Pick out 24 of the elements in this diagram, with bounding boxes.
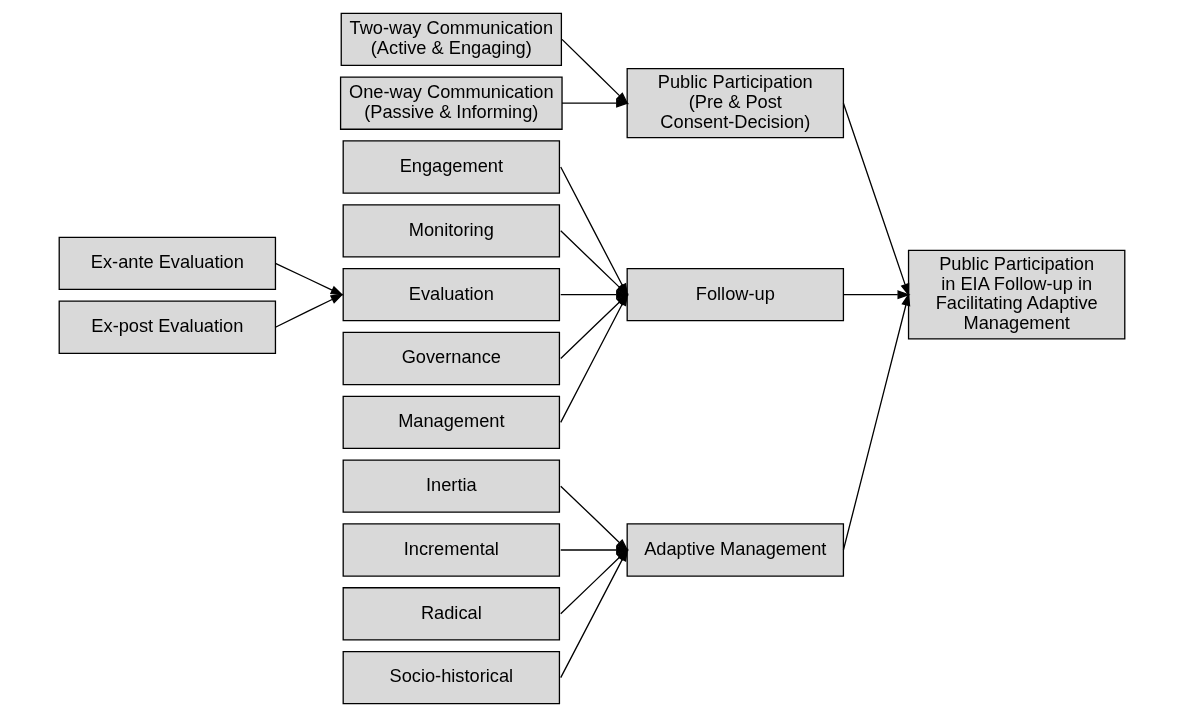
arrow [274, 262, 344, 296]
node-box: Incremental [342, 523, 560, 577]
arrow [560, 98, 629, 108]
node-box: Management [342, 395, 560, 450]
node-box: Governance [342, 331, 560, 386]
node-box: Inertia [342, 459, 560, 513]
arrow [560, 38, 629, 105]
node-box: Evaluation [342, 267, 560, 322]
node-box: One-way Communication (Passive & Informing) [339, 76, 563, 130]
node-box: Ex-post Evaluation [58, 300, 276, 354]
arrow [274, 293, 344, 328]
node-box: Socio-historical [342, 650, 560, 705]
node-box: Monitoring [342, 204, 560, 258]
node-box: Adaptive Management [626, 523, 844, 577]
node-box: Radical [342, 587, 560, 641]
arrow [842, 102, 909, 297]
node-box: Engagement [342, 140, 560, 194]
node-box: Public Participation in EIA Follow-up in Facilitating Adaptive Management [907, 249, 1125, 340]
node-box: Public Participation (Pre & Post Consent-Decision) [626, 68, 844, 139]
arrow [842, 290, 910, 300]
node-box: Two-way Communication (Active & Engaging) [340, 12, 562, 67]
node-box: Follow-up [626, 267, 844, 322]
arrow [842, 292, 910, 551]
node-box: Ex-ante Evaluation [58, 236, 276, 291]
